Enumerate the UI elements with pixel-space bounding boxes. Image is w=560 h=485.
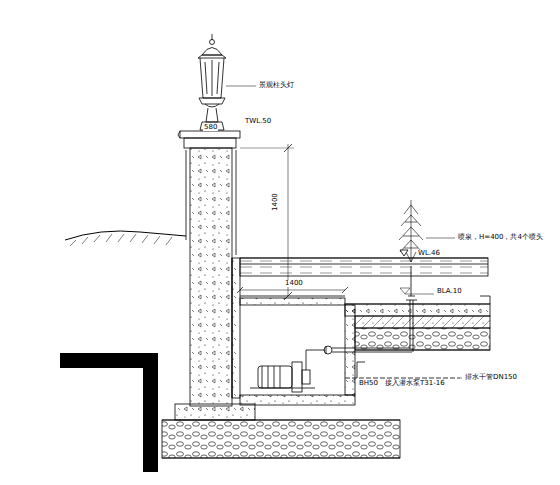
annotation-label: BLA.10: [436, 288, 463, 295]
annotation-label: 景观柱头灯: [258, 82, 295, 89]
annotation-label: BH50: [358, 380, 379, 387]
annotation-label: WL.46: [417, 250, 441, 257]
annotation-label: TWL.50: [244, 118, 272, 125]
annotation-label: 1400: [272, 192, 279, 212]
annotation-label: 1400: [284, 280, 304, 287]
annotation-label: 排水干管DN150: [464, 374, 518, 381]
annotation-label: 580: [203, 124, 218, 131]
annotation-label: 喷泉，H=400，共4个喷头: [457, 234, 544, 241]
annotation-label: 接入潜水泵T31-16: [384, 380, 446, 387]
